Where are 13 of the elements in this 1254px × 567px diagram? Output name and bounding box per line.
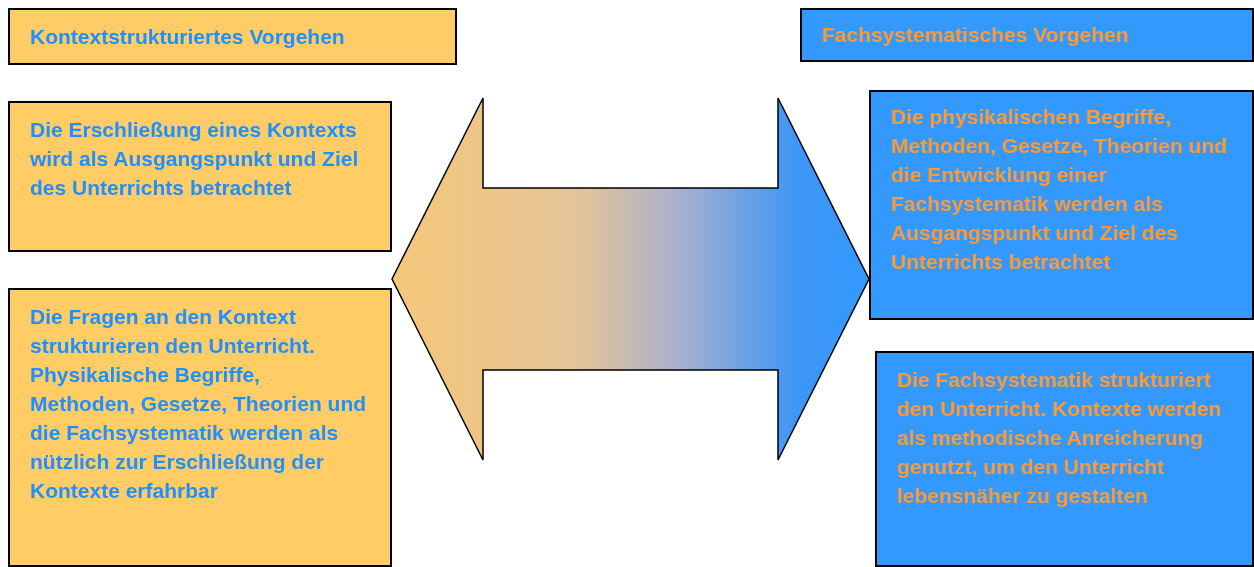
description-text: Die Fragen an den Kontext strukturieren den Unterricht. Physikalische Begriffe, Methoden, Gesetze, Theorien und die Fachsystematik werden als nützlich zur Erschließung der Kontexte erfahrbar <box>30 304 368 504</box>
description-text: Die Fachsystematik strukturiert den Unterricht. Kontexte werden als methodische Anreicherung genutzt, um den Unterricht lebensnäher zu gestalten <box>897 367 1223 509</box>
description-text: Die Erschließung eines Kontexts wird als Ausgangspunkt und Ziel des Unterrichts betrachtet <box>30 117 360 201</box>
heading-text: Kontextstrukturiertes Vorgehen <box>30 24 346 50</box>
text-box <box>875 351 1254 567</box>
heading-box <box>8 8 457 65</box>
heading-box <box>800 8 1254 62</box>
text-box <box>8 101 392 252</box>
text-box <box>869 90 1254 320</box>
text-box <box>8 288 392 567</box>
heading-text: Fachsystematisches Vorgehen <box>822 22 1130 48</box>
description-text: Die physikalischen Begriffe, Methoden, Gesetze, Theorien und die Entwicklung einer Fachsystematik werden als Ausgangspunkt und Ziel des Unterrichts betrachtet <box>891 104 1229 275</box>
double-block-arrow <box>391 97 870 461</box>
